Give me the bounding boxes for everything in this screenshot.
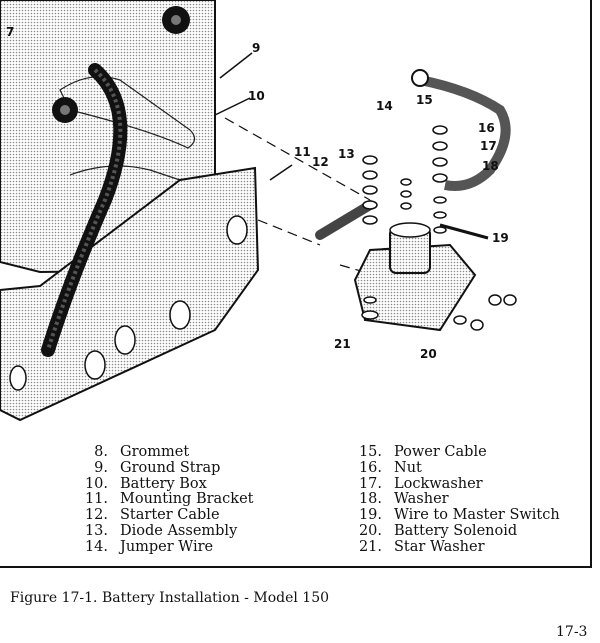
callout-10: 10: [248, 89, 265, 103]
battery-solenoid: [353, 222, 477, 332]
legend-right: 15.Power Cable 16.Nut 17.Lockwasher 18.W…: [356, 444, 560, 556]
callout-17: 17: [480, 139, 497, 153]
callout-18: 18: [482, 159, 499, 173]
power-cable: [419, 75, 511, 191]
callout-16: 16: [478, 121, 495, 135]
callout-13: 13: [338, 147, 355, 161]
legend-item: 10.Battery Box: [84, 475, 207, 492]
legend-left: 8.Grommet 9.Ground Strap 10.Battery Box …: [82, 444, 254, 556]
figure-frame: [0, 0, 592, 568]
legend-item: 14.Jumper Wire: [84, 538, 214, 555]
legend-item: 21.Star Washer: [358, 538, 485, 555]
legend-item: 17.Lockwasher: [358, 475, 483, 492]
callout-12: 12: [312, 155, 329, 169]
legend-item: 12.Starter Cable: [84, 507, 220, 524]
mounting-bracket: [0, 166, 260, 422]
legend-item: 9.Ground Strap: [94, 459, 221, 476]
legend-item: 8.Grommet: [94, 444, 190, 460]
callout-7: 7: [6, 25, 14, 39]
page-number: 17-3: [556, 624, 588, 640]
callout-15: 15: [416, 93, 433, 107]
callout-9: 9: [252, 41, 260, 55]
callout-19: 19: [492, 231, 509, 245]
legend-item: 15.Power Cable: [358, 444, 487, 460]
hardware-stack: [361, 125, 517, 331]
legend-item: 13.Diode Assembly: [84, 522, 238, 539]
legend-item: 16.Nut: [358, 459, 422, 476]
legend-item: 11.Mounting Bracket: [84, 491, 254, 508]
battery-installation-illustration: 7 9 10 11 12 13 14 15 16 17 18 19 20 21: [0, 0, 517, 422]
legend-item: 19.Wire to Master Switch: [358, 507, 560, 524]
starter-cable: [315, 200, 375, 240]
callout-14: 14: [376, 99, 393, 113]
legend-item: 18.Washer: [358, 491, 449, 508]
grommet: [52, 6, 190, 123]
legend-item: 20.Battery Solenoid: [358, 522, 518, 539]
wire-to-master-switch: [439, 223, 489, 240]
callout-labels: 7 9 10 11 12 13 14 15 16 17 18 19 20 21: [6, 25, 509, 361]
callout-20: 20: [420, 347, 437, 361]
callout-21: 21: [334, 337, 351, 351]
callout-11: 11: [294, 145, 311, 159]
figure-caption: Figure 17-1. Battery Installation - Mode…: [10, 590, 330, 606]
